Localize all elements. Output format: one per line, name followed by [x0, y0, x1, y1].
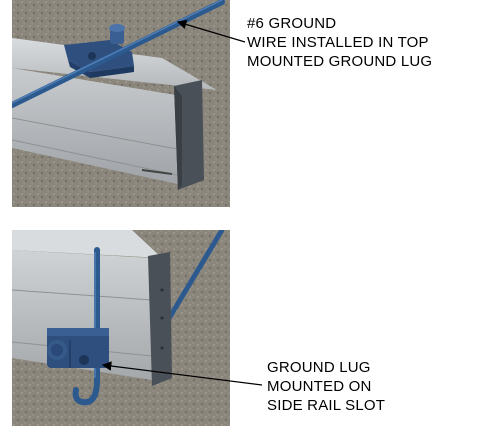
- callout-line: SIDE RAIL SLOT: [267, 397, 386, 414]
- callout-line: MOUNTED ON: [267, 378, 372, 395]
- lug-bolt: [110, 28, 124, 44]
- top-lug-callout: #6 GROUND WIRE INSTALLED IN TOP MOUNTED …: [247, 14, 432, 71]
- callout-line: WIRE INSTALLED IN TOP: [247, 34, 429, 51]
- top-ground-lug: [64, 40, 134, 72]
- top-mounted-lug-illustration: [12, 0, 230, 207]
- rail-end-cap: [148, 252, 172, 386]
- callout-line: MOUNTED GROUND LUG: [247, 53, 433, 70]
- callout-line: GROUND LUG: [267, 359, 371, 376]
- side-mounted-lug-illustration: [12, 230, 230, 426]
- rail-top-face: [12, 230, 162, 258]
- side-lug-drawing: [12, 230, 230, 426]
- side-lug-callout: GROUND LUG MOUNTED ON SIDE RAIL SLOT: [267, 358, 385, 415]
- rail-side-face: [12, 68, 182, 185]
- ground-wire: [12, 0, 225, 108]
- top-lug-drawing: [12, 0, 230, 207]
- callout-line: #6 GROUND: [247, 15, 337, 32]
